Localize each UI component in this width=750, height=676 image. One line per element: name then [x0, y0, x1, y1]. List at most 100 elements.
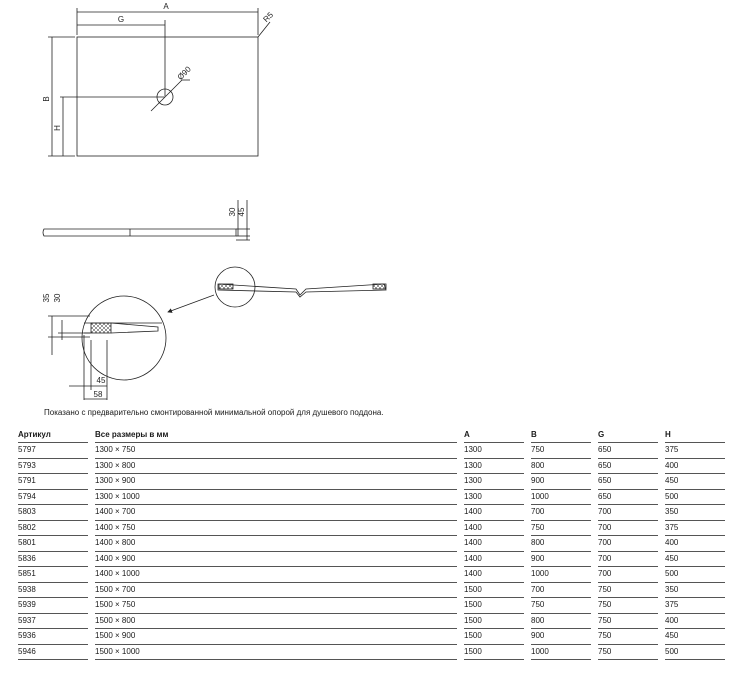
- dim-b-label: B: [42, 96, 51, 101]
- cell-sizes: 1400 × 700: [95, 504, 457, 521]
- cell-a: 1400: [464, 551, 524, 567]
- cell-sizes: 1500 × 700: [95, 582, 457, 598]
- cell-article: 5836: [18, 551, 88, 567]
- cell-g: 750: [598, 628, 658, 645]
- cell-sizes: 1400 × 750: [95, 520, 457, 536]
- cell-article: 5851: [18, 566, 88, 583]
- cell-h: 500: [665, 566, 725, 583]
- cell-article: 5938: [18, 582, 88, 598]
- cell-sizes: 1300 × 1000: [95, 489, 457, 505]
- table-row: 5939 1500 × 750 1500 750 750 375: [18, 597, 725, 614]
- cell-g: 750: [598, 613, 658, 629]
- cell-a: 1500: [464, 613, 524, 629]
- cell-a: 1400: [464, 504, 524, 521]
- cell-g: 750: [598, 597, 658, 614]
- cell-b: 1000: [531, 489, 591, 505]
- cell-article: 5946: [18, 644, 88, 660]
- cell-g: 650: [598, 473, 658, 490]
- tray-outline: [76, 36, 259, 157]
- cell-h: 375: [665, 520, 725, 536]
- cell-sizes: 1400 × 1000: [95, 566, 457, 583]
- cell-article: 5793: [18, 458, 88, 474]
- col-header-a: A: [464, 428, 524, 443]
- cell-article: 5794: [18, 489, 88, 505]
- cell-g: 700: [598, 504, 658, 521]
- cell-g: 750: [598, 582, 658, 598]
- detail-dim-58-label: 58: [94, 390, 103, 399]
- dim-a-label: A: [163, 2, 169, 11]
- dim-g-label: G: [118, 15, 124, 24]
- cell-b: 750: [531, 442, 591, 459]
- section-view: [214, 266, 387, 308]
- detail-dim-30-label: 30: [53, 293, 62, 302]
- cell-sizes: 1500 × 900: [95, 628, 457, 645]
- side-dim-30-label: 30: [228, 207, 237, 216]
- cell-b: 700: [531, 582, 591, 598]
- table-row: 5936 1500 × 900 1500 900 750 450: [18, 628, 725, 645]
- cell-article: 5802: [18, 520, 88, 536]
- table-header-row: Артикул Все размеры в мм A B G H: [18, 428, 725, 443]
- detail-dim-45-label: 45: [97, 376, 106, 385]
- cell-h: 375: [665, 597, 725, 614]
- dim-h-label: H: [53, 125, 62, 131]
- cell-b: 900: [531, 551, 591, 567]
- table-row: 5836 1400 × 900 1400 900 700 450: [18, 551, 725, 567]
- cell-a: 1500: [464, 644, 524, 660]
- cell-a: 1300: [464, 442, 524, 459]
- cell-g: 700: [598, 520, 658, 536]
- cell-h: 450: [665, 628, 725, 645]
- cell-article: 5936: [18, 628, 88, 645]
- cell-h: 350: [665, 504, 725, 521]
- radius-label: R5: [261, 10, 275, 24]
- cell-b: 900: [531, 473, 591, 490]
- drawing-caption: Показано с предварительно смонтированной…: [44, 408, 384, 417]
- cell-a: 1400: [464, 520, 524, 536]
- cell-sizes: 1500 × 1000: [95, 644, 457, 660]
- cell-h: 500: [665, 644, 725, 660]
- cell-g: 700: [598, 535, 658, 552]
- cell-g: 650: [598, 489, 658, 505]
- detail-arrow: [167, 294, 215, 313]
- cell-a: 1300: [464, 473, 524, 490]
- cell-a: 1300: [464, 489, 524, 505]
- cell-h: 400: [665, 613, 725, 629]
- cell-h: 350: [665, 582, 725, 598]
- cell-sizes: 1300 × 750: [95, 442, 457, 459]
- cell-h: 400: [665, 458, 725, 474]
- cell-article: 5937: [18, 613, 88, 629]
- cell-a: 1500: [464, 597, 524, 614]
- cell-a: 1400: [464, 566, 524, 583]
- cell-sizes: 1400 × 900: [95, 551, 457, 567]
- cell-sizes: 1300 × 900: [95, 473, 457, 490]
- cell-b: 900: [531, 628, 591, 645]
- side-view: [42, 200, 250, 241]
- drain-diameter-label: Ø90: [176, 64, 193, 81]
- cell-article: 5797: [18, 442, 88, 459]
- cell-g: 650: [598, 442, 658, 459]
- cell-article: 5939: [18, 597, 88, 614]
- cell-b: 1000: [531, 566, 591, 583]
- cell-article: 5803: [18, 504, 88, 521]
- cell-a: 1300: [464, 458, 524, 474]
- cell-article: 5801: [18, 535, 88, 552]
- cell-sizes: 1400 × 800: [95, 535, 457, 552]
- cell-b: 800: [531, 535, 591, 552]
- cell-h: 400: [665, 535, 725, 552]
- cell-g: 700: [598, 566, 658, 583]
- cell-sizes: 1500 × 750: [95, 597, 457, 614]
- technical-drawing: A G B H Ø90 R5 30 45: [42, 2, 387, 400]
- cell-a: 1500: [464, 628, 524, 645]
- cell-b: 750: [531, 597, 591, 614]
- cell-g: 700: [598, 551, 658, 567]
- cell-h: 500: [665, 489, 725, 505]
- cell-h: 450: [665, 551, 725, 567]
- cell-g: 650: [598, 458, 658, 474]
- top-view: [48, 8, 271, 157]
- drain-circle: [156, 88, 174, 106]
